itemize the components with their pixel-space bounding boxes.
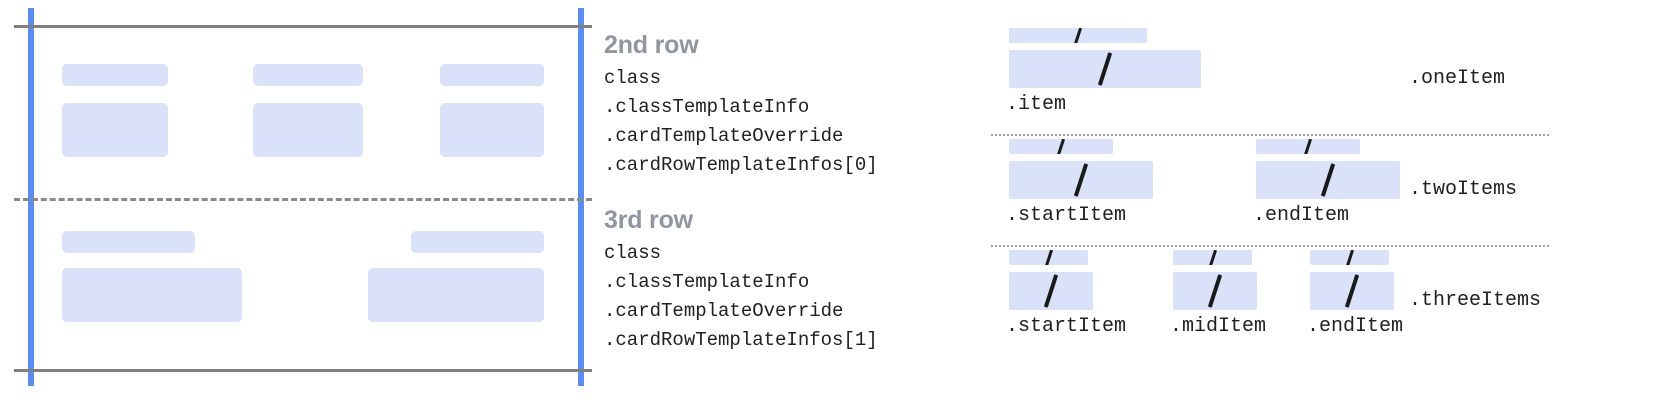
row-layout-variants: .item .oneItem .startItem: [985, 0, 1676, 412]
second-row-code-3: .cardRowTemplateInfos[0]: [604, 154, 878, 176]
label-bar: [62, 231, 195, 253]
label-bar: [62, 64, 168, 86]
slash-icon: [1207, 274, 1223, 308]
item-content-box: [1173, 272, 1257, 310]
item-column: .item: [1006, 28, 1201, 116]
second-row-code-1: .classTemplateInfo: [604, 96, 810, 118]
item-label-bar: [1009, 139, 1113, 154]
row-path-labels: 2nd row class .classTemplateInfo .cardTe…: [604, 0, 934, 412]
item-name-label: .endItem: [1253, 204, 1350, 227]
slash-icon: [1073, 28, 1083, 43]
bottom-boundary-line: [14, 369, 592, 372]
label-bar: [440, 64, 544, 86]
variant-name-label: .threeItems: [1409, 289, 1542, 312]
second-row-code-0: class: [604, 67, 662, 89]
content-box: [62, 268, 242, 322]
slash-icon: [1056, 139, 1066, 154]
variant-one-item: .item .oneItem: [985, 28, 1676, 136]
third-row-code-2: .cardTemplateOverride: [604, 300, 844, 322]
top-boundary-line: [14, 25, 592, 28]
item-label-bar: [1009, 250, 1088, 265]
card-row-template-preview: [0, 0, 592, 412]
content-box: [368, 268, 544, 322]
label-bar: [253, 64, 363, 86]
slash-icon: [1097, 52, 1113, 86]
second-row-path-group: 2nd row class .classTemplateInfo .cardTe…: [604, 30, 878, 180]
slash-icon: [1344, 274, 1360, 308]
item-label-bar: [1173, 250, 1252, 265]
slash-icon: [1303, 139, 1313, 154]
third-row-code-1: .classTemplateInfo: [604, 271, 810, 293]
variant-two-items: .startItem .endItem .twoItems: [985, 139, 1676, 247]
item-content-box: [1310, 272, 1394, 310]
item-content-box: [1009, 272, 1093, 310]
slash-icon: [1320, 163, 1336, 197]
item-name-label: .item: [1006, 93, 1067, 116]
variant-separator: [991, 245, 1549, 247]
right-guide-line: [578, 8, 584, 386]
content-box: [62, 103, 168, 157]
second-row-code-2: .cardTemplateOverride: [604, 125, 844, 147]
left-guide-line: [28, 8, 34, 386]
slash-icon: [1043, 274, 1059, 308]
slash-icon: [1345, 250, 1354, 265]
item-content-box: [1256, 161, 1400, 199]
item-content-box: [1009, 50, 1201, 88]
slash-icon: [1208, 250, 1217, 265]
content-box: [253, 103, 363, 157]
item-column: .endItem: [1253, 139, 1400, 227]
item-name-label: .midItem: [1170, 315, 1267, 338]
item-name-label: .startItem: [1006, 315, 1127, 338]
variant-three-items: .startItem .midItem .endItem: [985, 250, 1676, 358]
item-column: .startItem: [1006, 139, 1153, 227]
row-divider-dashed: [14, 198, 592, 201]
item-name-label: .endItem: [1307, 315, 1404, 338]
item-column: .midItem: [1170, 250, 1267, 338]
slash-icon: [1044, 250, 1053, 265]
item-column: .endItem: [1307, 250, 1404, 338]
third-row-title: 3rd row: [604, 206, 693, 234]
content-box: [440, 103, 544, 157]
variant-separator: [991, 134, 1549, 136]
item-label-bar: [1256, 139, 1360, 154]
item-column: .startItem: [1006, 250, 1127, 338]
second-row-title: 2nd row: [604, 31, 699, 59]
slash-icon: [1073, 163, 1089, 197]
third-row-path-group: 3rd row class .classTemplateInfo .cardTe…: [604, 205, 878, 355]
item-label-bar: [1310, 250, 1389, 265]
item-name-label: .startItem: [1006, 204, 1127, 227]
item-content-box: [1009, 161, 1153, 199]
variant-name-label: .twoItems: [1409, 178, 1518, 201]
third-row-code-3: .cardRowTemplateInfos[1]: [604, 329, 878, 351]
item-label-bar: [1009, 28, 1147, 43]
variant-name-label: .oneItem: [1409, 67, 1506, 90]
third-row-code-0: class: [604, 242, 662, 264]
label-bar: [411, 231, 544, 253]
